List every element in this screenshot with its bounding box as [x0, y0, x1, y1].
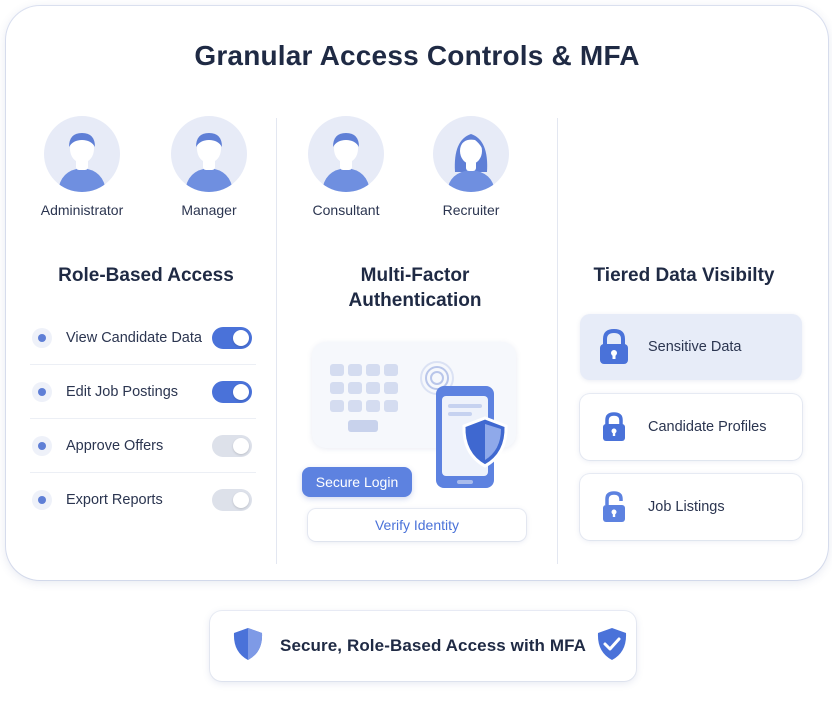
permission-row-edit-job-postings: Edit Job Postings [30, 365, 256, 419]
shield-icon [462, 416, 508, 468]
permission-toggle[interactable] [212, 489, 252, 511]
mfa-title-line1: Multi-Factor [360, 265, 470, 286]
verify-identity-button[interactable]: Verify Identity [308, 509, 526, 541]
tier-job-listings[interactable]: Job Listings [580, 474, 802, 540]
role-recruiter[interactable]: Recruiter [419, 116, 523, 218]
tiered-title: Tiered Data Visibilty [593, 265, 775, 286]
permission-toggle[interactable] [212, 326, 252, 349]
role-label: Administrator [40, 202, 124, 218]
shield-check-icon [596, 626, 628, 667]
male-avatar-icon [44, 116, 120, 192]
toggle-knob [233, 383, 249, 400]
role-label: Manager [181, 202, 237, 218]
permission-label: View Candidate Data [66, 329, 202, 346]
tier-label: Sensitive Data [648, 339, 742, 355]
permission-row-export-reports: Export Reports [30, 473, 256, 527]
bullet-icon [32, 435, 52, 456]
lock-closed-icon [594, 328, 634, 366]
footer-text: Secure, Role-Based Access with MFA [280, 636, 587, 655]
toggle-knob [233, 329, 249, 346]
tier-label: Candidate Profiles [648, 419, 767, 435]
permission-label: Approve Offers [66, 437, 164, 454]
lock-closed-icon [594, 411, 634, 443]
toggle-knob [233, 492, 249, 508]
role-label: Consultant [312, 202, 380, 218]
role-based-title: Role-Based Access [58, 265, 234, 286]
keypad-icon [330, 364, 398, 432]
footer-banner: Secure, Role-Based Access with MFA [210, 611, 636, 681]
toggle-knob [233, 437, 249, 454]
permission-label: Edit Job Postings [66, 383, 179, 400]
permission-row-view-candidate-data: View Candidate Data [30, 311, 256, 365]
bullet-icon [32, 381, 52, 402]
role-label: Recruiter [442, 202, 500, 218]
secure-login-button[interactable]: Secure Login [302, 467, 412, 497]
role-manager[interactable]: Manager [157, 116, 261, 218]
access-controls-card: Granular Access Controls & MFA [6, 6, 828, 580]
permission-label: Export Reports [66, 492, 163, 508]
tier-label: Job Listings [648, 499, 725, 515]
bullet-icon [32, 327, 52, 348]
female-avatar-icon [433, 116, 509, 192]
shield-icon [232, 626, 264, 667]
permission-row-approve-offers: Approve Offers [30, 419, 256, 473]
column-divider [557, 118, 558, 564]
permission-toggle[interactable] [212, 380, 252, 403]
tier-sensitive-data[interactable]: Sensitive Data [580, 314, 802, 380]
permission-toggle[interactable] [212, 434, 252, 457]
column-divider [276, 118, 277, 564]
role-consultant[interactable]: Consultant [294, 116, 398, 218]
role-administrator[interactable]: Administrator [30, 116, 134, 218]
mfa-title: Multi-Factor Authentication [300, 263, 530, 313]
male-avatar-icon [308, 116, 384, 192]
lock-open-icon [594, 490, 634, 524]
tier-candidate-profiles[interactable]: Candidate Profiles [580, 394, 802, 460]
mfa-title-line2: Authentication [348, 290, 482, 311]
male-avatar-icon [171, 116, 247, 192]
page-title: Granular Access Controls & MFA [194, 40, 640, 71]
mfa-illustration [330, 361, 508, 488]
bullet-icon [32, 490, 52, 510]
